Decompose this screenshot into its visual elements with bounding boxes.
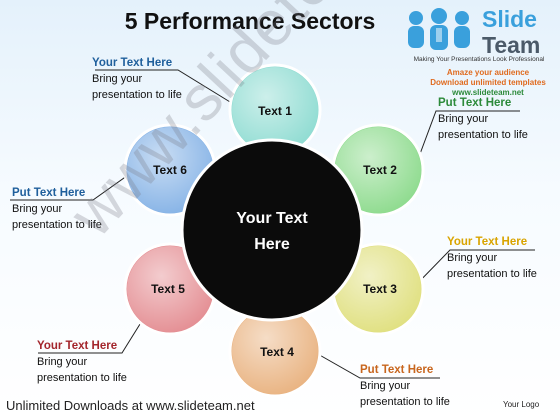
people-icon <box>408 8 470 50</box>
sector-label-3: Text 3 <box>363 282 397 296</box>
logo-tagline: Making Your Presentations Look Professio… <box>413 56 545 63</box>
callout-1-heading: Your Text Here <box>92 57 173 69</box>
callout-6-heading: Put Text Here <box>12 187 86 199</box>
page-title: 5 Performance Sectors <box>124 8 376 34</box>
sector-label-6: Text 6 <box>153 163 187 177</box>
callout-5-heading: Your Text Here <box>37 340 118 352</box>
callout-2: Put Text Here Bring your presentation to… <box>438 95 528 143</box>
callout-4-body-line1: Bring your <box>360 380 411 392</box>
callout-2-body-line1: Bring your <box>438 113 489 125</box>
center-circle <box>180 138 364 322</box>
promo-line-1: Amaze your audience <box>446 68 530 77</box>
logo-brand-top: Slide <box>482 6 537 32</box>
callout-3: Your Text Here Bring your presentation t… <box>447 234 537 282</box>
callout-4-body-line2: presentation to life <box>360 396 450 408</box>
your-logo-label: Your Logo <box>503 400 540 409</box>
connector-line-2 <box>413 110 520 171</box>
logo-brand-bottom: Team <box>482 32 541 58</box>
connector-line-1 <box>95 69 249 114</box>
promo-line-3: www.slideteam.net <box>452 88 524 97</box>
callout-3-body-line1: Bring your <box>447 252 498 264</box>
callout-5-body-line2: presentation to life <box>37 372 127 384</box>
callout-1-body-line2: presentation to life <box>92 89 182 101</box>
callout-2-heading: Put Text Here <box>438 97 512 109</box>
callout-6: Put Text Here Bring your presentation to… <box>12 185 102 233</box>
callout-5-body-line1: Bring your <box>37 356 88 368</box>
sector-label-5: Text 5 <box>151 282 185 296</box>
connector-line-3 <box>412 249 535 289</box>
callout-6-body-line2: presentation to life <box>12 219 102 231</box>
promo-line-2: Download unlimited templates <box>430 78 546 87</box>
callout-1-body-line1: Bring your <box>92 73 143 85</box>
connector-line-6 <box>10 167 139 201</box>
callout-2-body-line2: presentation to life <box>438 129 528 141</box>
connector-line-4 <box>301 344 440 379</box>
callout-4: Put Text Here Bring your presentation to… <box>360 362 450 410</box>
callout-3-heading: Your Text Here <box>447 236 528 248</box>
center-label-line2: Here <box>254 236 290 253</box>
callout-5: Your Text Here Bring your presentation t… <box>37 338 127 386</box>
sector-label-2: Text 2 <box>363 163 397 177</box>
callout-1: Your Text Here Bring your presentation t… <box>92 55 182 103</box>
sector-label-4: Text 4 <box>260 345 294 359</box>
callout-3-body-line2: presentation to life <box>447 268 537 280</box>
callout-4-heading: Put Text Here <box>360 364 434 376</box>
slideteam-logo: Slide Team Making Your Presentations Loo… <box>400 4 558 63</box>
footer-text[interactable]: Unlimited Downloads at www.slideteam.net <box>6 398 255 413</box>
callout-6-body-line1: Bring your <box>12 203 63 215</box>
center-label-line1: Your Text <box>236 210 308 227</box>
sector-label-1: Text 1 <box>258 104 292 118</box>
